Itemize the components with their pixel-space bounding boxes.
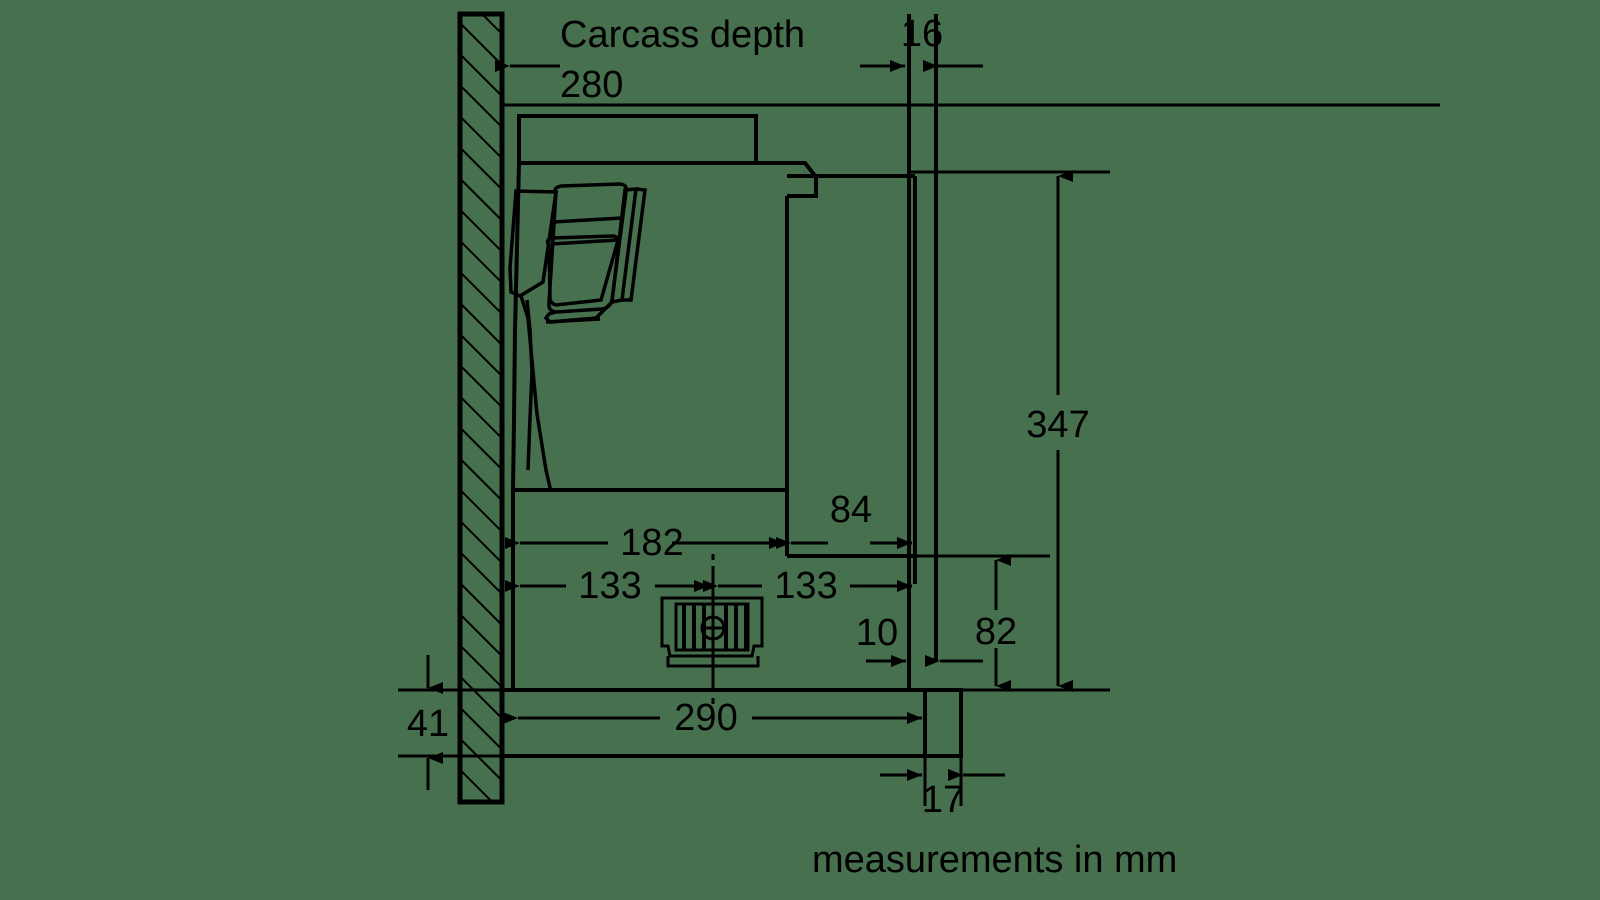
units-caption: measurements in mm [812,839,1177,881]
dimension-347 [910,170,1110,692]
dimension-84-value: 84 [830,489,872,531]
dimension-82-value: 82 [975,611,1017,653]
carcass-depth-value: 280 [560,64,623,106]
dimension-carcass-depth [495,60,1440,107]
slanted-grease-filter [508,182,647,493]
dimension-347-value: 347 [1026,404,1089,446]
front-trim-block [923,688,963,758]
dimension-41 [398,655,505,790]
dimension-right-133-value: 133 [774,565,837,607]
dimension-182-value: 182 [620,522,683,564]
dimension-17-value: 17 [922,779,964,821]
dimension-16-value: 16 [901,13,943,55]
dimension-10-value: 10 [856,612,898,654]
carcass-depth-label-line1: Carcass depth [560,14,805,56]
main-hood-body [511,161,818,492]
dimension-82 [910,554,1050,692]
dimension-41-value: 41 [407,703,449,745]
upper-duct-box [517,114,758,165]
dimension-left-133-value: 133 [578,565,641,607]
hatched-wall [457,11,505,805]
dimension-17 [880,756,1005,806]
base-panel [500,688,925,758]
dimension-290-value: 290 [674,697,737,739]
